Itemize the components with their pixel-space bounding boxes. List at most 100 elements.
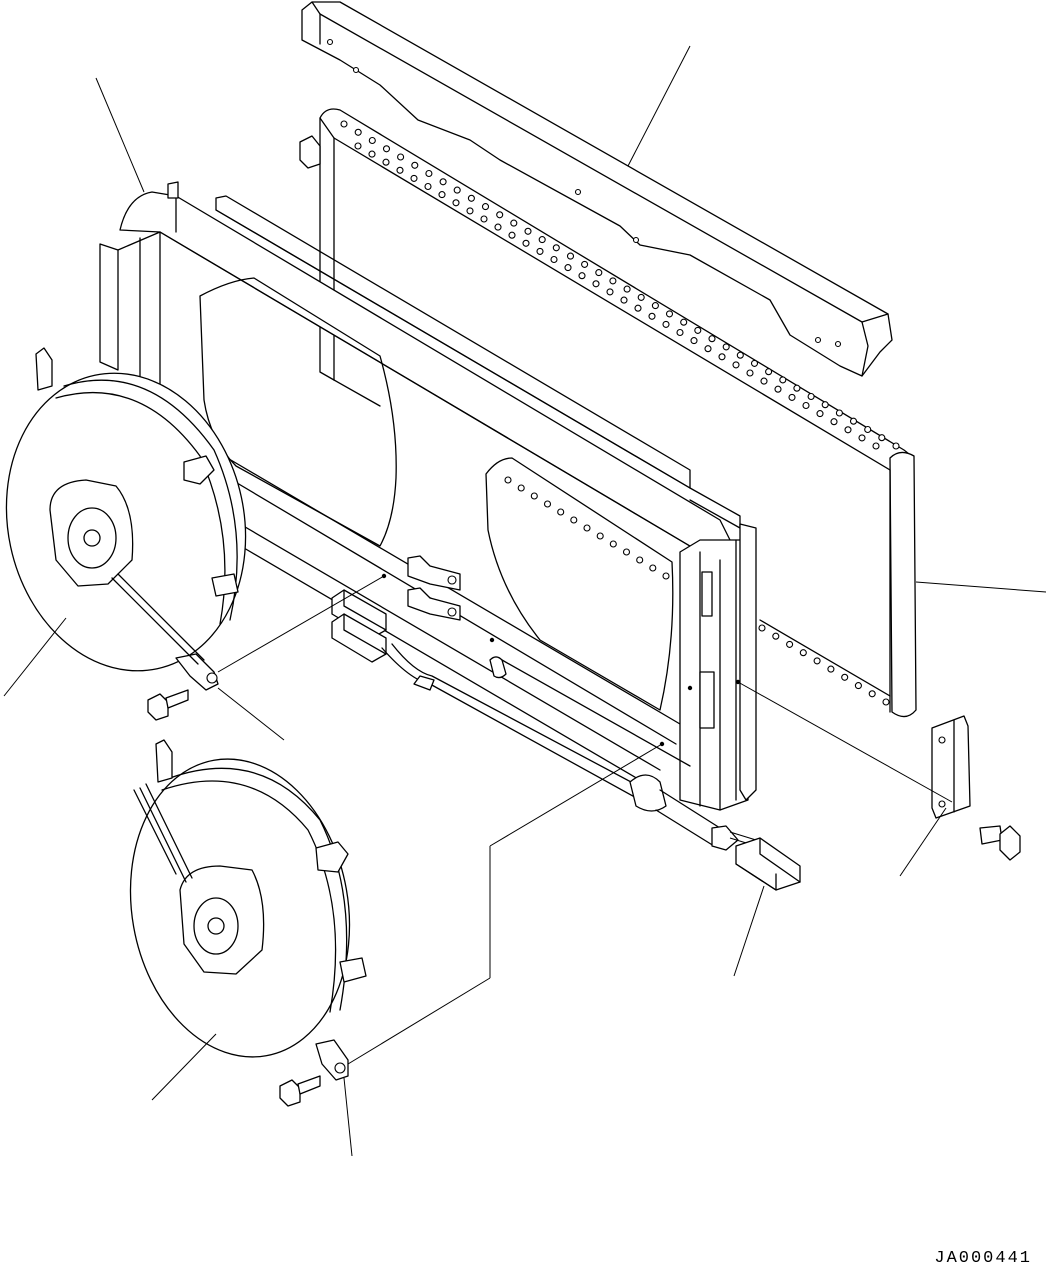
- mounting-hole: [676, 328, 684, 337]
- mounting-hole: [538, 236, 546, 244]
- mounting-hole: [844, 426, 852, 434]
- mounting-hole: [793, 384, 801, 392]
- mounting-hole: [543, 500, 552, 508]
- mounting-hole: [878, 434, 886, 442]
- mounting-hole: [854, 682, 862, 690]
- mounting-hole: [722, 343, 730, 351]
- wire-harness: [381, 643, 801, 891]
- mounting-hole: [382, 158, 390, 166]
- mounting-hole: [354, 142, 362, 150]
- bolt-right: [979, 825, 1021, 861]
- mounting-hole: [892, 442, 900, 450]
- mounting-hole: [354, 128, 362, 136]
- bolt-upper: [147, 689, 189, 721]
- mounting-hole: [566, 252, 575, 260]
- mounting-hole: [596, 532, 604, 540]
- mounting-hole: [732, 361, 740, 369]
- mounting-hole: [694, 326, 702, 334]
- mounting-hole: [620, 296, 628, 304]
- mounting-hole: [524, 227, 532, 235]
- mounting-hole: [835, 409, 843, 417]
- mounting-hole: [382, 145, 391, 153]
- mounting-hole: [774, 385, 782, 393]
- drawing-code-label: JA000441: [934, 1249, 1032, 1268]
- mounting-hole: [841, 673, 849, 681]
- mounting-hole: [480, 215, 488, 223]
- mounting-hole: [830, 418, 838, 426]
- top-cover-bracket: [301, 1, 893, 377]
- mounting-hole: [581, 260, 589, 268]
- mounting-hole: [651, 302, 659, 310]
- mounting-hole: [438, 191, 446, 199]
- mounting-hole: [802, 401, 810, 410]
- mounting-hole: [750, 359, 759, 367]
- mounting-hole: [718, 353, 726, 361]
- mounting-hole: [411, 161, 419, 169]
- mounting-hole: [648, 312, 656, 320]
- mounting-hole: [704, 345, 712, 353]
- mounting-hole: [634, 304, 642, 312]
- mounting-hole: [552, 244, 560, 252]
- mounting-hole: [680, 318, 688, 326]
- mounting-hole: [504, 476, 512, 484]
- mounting-hole: [578, 272, 586, 280]
- mounting-hole: [570, 516, 578, 524]
- mounting-hole: [496, 211, 504, 219]
- core-hole-row-bottom: [758, 624, 890, 706]
- mounting-hole: [557, 508, 565, 516]
- mounting-hole: [649, 564, 657, 572]
- mounting-hole: [508, 231, 516, 239]
- mounting-hole: [807, 392, 815, 401]
- mounting-hole: [758, 624, 766, 632]
- mounting-hole: [799, 649, 807, 657]
- bolt-lower: [279, 1075, 321, 1107]
- mounting-hole: [410, 174, 418, 182]
- mounting-hole: [765, 368, 773, 376]
- core-hole-row-upper: [340, 120, 900, 450]
- mounting-hole: [368, 136, 376, 145]
- mounting-hole: [396, 166, 404, 174]
- mounting-hole: [665, 310, 674, 318]
- mounting-hole: [736, 351, 744, 359]
- mounting-hole: [606, 288, 614, 296]
- mounting-hole: [536, 247, 544, 255]
- mounting-hole: [708, 335, 716, 343]
- fan-shroud-frame: [99, 181, 757, 811]
- mounting-hole: [452, 199, 460, 207]
- leader-lines: [3, 45, 1046, 1157]
- mounting-hole: [467, 194, 475, 202]
- mounting-hole: [453, 186, 461, 194]
- mounting-hole: [760, 377, 768, 385]
- fan-motor-lower: [129, 739, 367, 1081]
- mounting-hole: [564, 264, 572, 272]
- mounting-hole: [864, 425, 872, 434]
- mounting-hole: [746, 369, 754, 377]
- mounting-hole: [622, 548, 631, 556]
- mounting-hole: [494, 223, 502, 231]
- mounting-hole: [821, 401, 829, 409]
- mounting-hole: [858, 434, 866, 442]
- mounting-hole: [550, 255, 558, 264]
- mounting-hole: [849, 417, 858, 425]
- mounting-hole: [583, 524, 591, 532]
- mounting-hole: [772, 632, 780, 640]
- mounting-hole: [510, 219, 518, 227]
- mounting-hole: [424, 182, 432, 191]
- mounting-hole: [872, 442, 880, 450]
- mounting-hole: [690, 337, 698, 345]
- mounting-hole: [827, 665, 835, 673]
- mounting-hole: [466, 207, 474, 215]
- mounting-hole: [368, 150, 376, 158]
- mounting-hole: [340, 120, 348, 128]
- mounting-hole: [788, 393, 796, 401]
- mounting-hole: [481, 203, 490, 211]
- mounting-hole: [425, 169, 433, 178]
- shroud-hole-row: [504, 476, 670, 580]
- mounting-hole: [609, 277, 617, 285]
- mounting-hole: [397, 153, 405, 161]
- mounting-hole: [662, 572, 670, 580]
- mounting-hole: [637, 293, 645, 301]
- condenser-core: [299, 108, 917, 718]
